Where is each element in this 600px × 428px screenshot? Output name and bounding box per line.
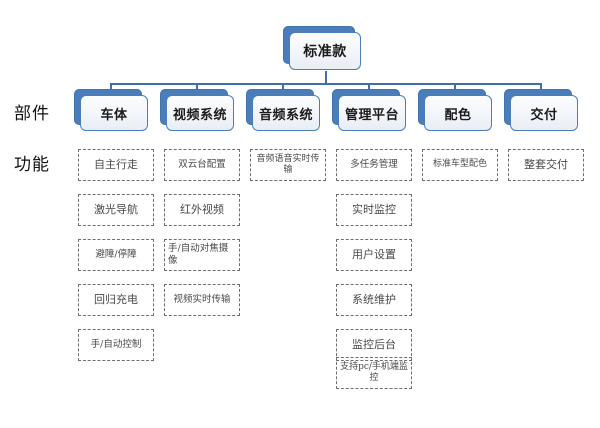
connector-drop-2 [196,83,198,92]
node-column-1[interactable]: 车体 [74,89,148,131]
function-box[interactable]: 自主行走 [78,149,154,181]
node-root-label: 标准款 [303,44,347,60]
node-column-4-face: 管理平台 [338,95,406,131]
function-box[interactable]: 双云台配置 [164,149,240,181]
function-label: 视频实时传输 [173,294,231,306]
function-label: 支持pc/手机端监控 [340,361,408,383]
node-column-6[interactable]: 交付 [504,89,578,131]
function-box[interactable]: 音频语音实时传输 [250,149,326,181]
node-column-3-face: 音频系统 [252,95,320,131]
function-label: 监控后台 [352,338,396,352]
function-label: 回归充电 [94,293,138,307]
node-root[interactable]: 标准款 [283,26,361,70]
node-column-4[interactable]: 管理平台 [332,89,406,131]
function-box[interactable]: 红外视频 [164,194,240,226]
function-box[interactable]: 避障/停障 [78,239,154,271]
row-label-functions: 功能 [14,155,50,175]
function-label: 自主行走 [94,158,138,172]
connector-drop-6 [540,83,542,92]
function-box[interactable]: 标准车型配色 [422,149,498,181]
function-box[interactable]: 手/自动控制 [78,329,154,361]
function-label: 手/自动对焦摄像 [168,243,229,266]
node-column-5-face: 配色 [424,95,492,131]
function-box[interactable]: 视频实时传输 [164,284,240,316]
function-label: 音频语音实时传输 [256,153,320,175]
function-box[interactable]: 系统维护 [336,284,412,316]
function-label: 用户设置 [352,248,396,262]
function-label: 双云台配置 [178,159,226,171]
connector-drop-4 [368,83,370,92]
function-label: 红外视频 [180,203,224,217]
node-column-6-label: 交付 [530,107,558,123]
function-label: 手/自动控制 [90,339,142,351]
node-column-2-label: 视频系统 [172,107,227,123]
function-box[interactable]: 手/自动对焦摄像 [164,239,240,271]
connector-drop-5 [454,83,456,92]
node-column-5[interactable]: 配色 [418,89,492,131]
connector-drop-1 [110,83,112,92]
node-column-2[interactable]: 视频系统 [160,89,234,131]
function-label: 系统维护 [352,293,396,307]
connector-root-stem [325,71,327,84]
function-box[interactable]: 多任务管理 [336,149,412,181]
connector-drop-3 [282,83,284,92]
function-box[interactable]: 回归充电 [78,284,154,316]
node-column-5-label: 配色 [444,107,472,123]
connector-horizontal-bus [110,83,541,85]
function-label: 避障/停障 [95,249,137,261]
node-column-6-face: 交付 [510,95,578,131]
row-label-components: 部件 [14,104,50,124]
function-box[interactable]: 激光导航 [78,194,154,226]
function-label: 整套交付 [524,158,568,172]
node-column-3-label: 音频系统 [258,107,313,123]
function-label: 标准车型配色 [432,159,487,170]
function-label: 实时监控 [352,203,396,217]
node-column-4-label: 管理平台 [344,107,399,123]
function-label: 多任务管理 [350,159,398,171]
node-column-1-face: 车体 [80,95,148,131]
function-label: 激光导航 [94,203,138,217]
node-root-face: 标准款 [289,32,361,70]
node-column-1-label: 车体 [100,107,128,123]
function-box[interactable]: 支持pc/手机端监控 [336,357,412,389]
node-column-3[interactable]: 音频系统 [246,89,320,131]
node-column-2-face: 视频系统 [166,95,234,131]
function-box[interactable]: 整套交付 [508,149,584,181]
function-box[interactable]: 监控后台 [336,329,412,361]
function-box[interactable]: 实时监控 [336,194,412,226]
function-box[interactable]: 用户设置 [336,239,412,271]
